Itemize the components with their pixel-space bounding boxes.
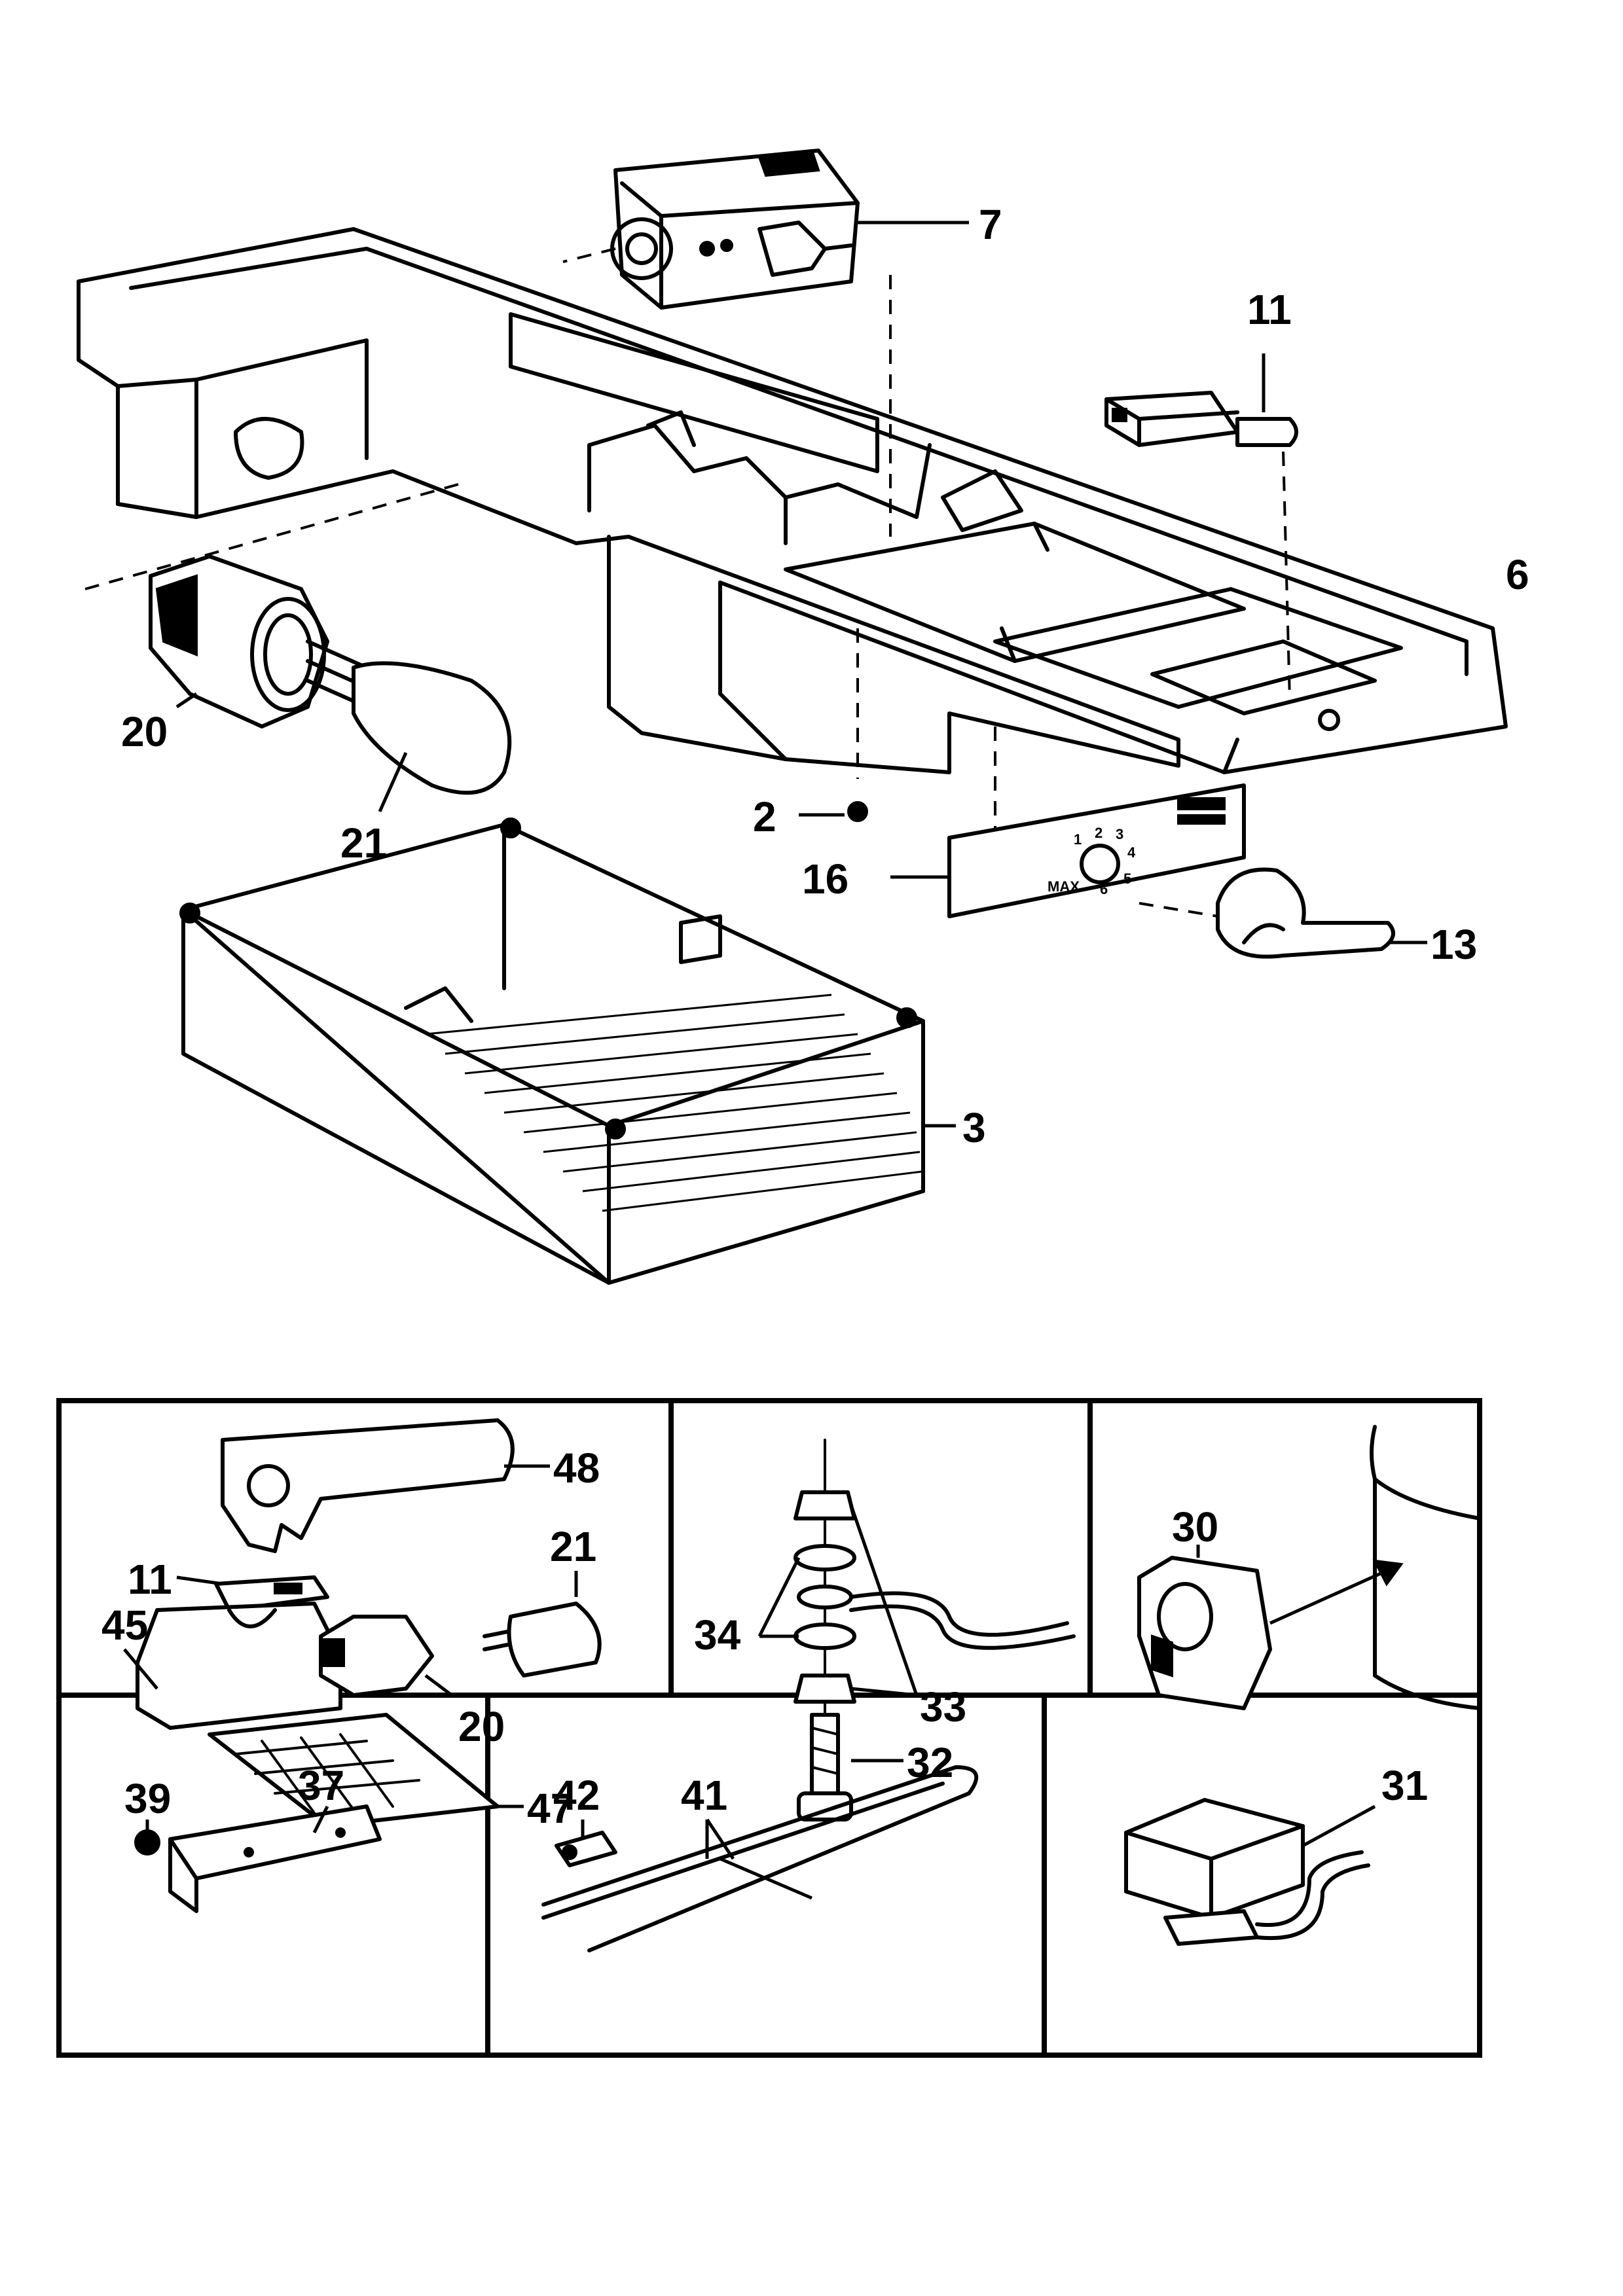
callout-33: 33 [920, 1683, 966, 1731]
overload-relay [1137, 1556, 1272, 1710]
lamp-cover [221, 1418, 515, 1553]
callout-39: 39 [124, 1775, 171, 1822]
temperature-dial-panel: 1 2 3 4 5 6 MAX [947, 783, 1246, 918]
callout-20-inset: 20 [458, 1703, 505, 1750]
callout-21-inset: 21 [550, 1523, 596, 1570]
callout-13: 13 [1431, 921, 1477, 968]
start-relay-box [1124, 1798, 1370, 1946]
callout-6: 6 [1506, 551, 1529, 598]
callout-7: 7 [979, 201, 1002, 248]
light-bulb [306, 639, 512, 795]
callout-30: 30 [1172, 1503, 1218, 1551]
callout-41: 41 [681, 1772, 727, 1819]
dial-mark-3: 3 [1116, 826, 1123, 842]
callout-42: 42 [553, 1772, 600, 1819]
dial-mark-1: 1 [1074, 831, 1082, 848]
control-housing-tray [77, 227, 1508, 774]
inset-lamp-socket [319, 1615, 434, 1697]
screw [847, 628, 868, 822]
door-switch [1104, 391, 1298, 447]
callout-34: 34 [694, 1611, 741, 1659]
dial-mark-5: 5 [1123, 870, 1131, 887]
callout-37: 37 [298, 1762, 344, 1809]
dial-mark-max: MAX [1048, 878, 1080, 895]
mounting-bracket [134, 1804, 382, 1913]
callout-2: 2 [753, 793, 776, 840]
callout-48: 48 [553, 1444, 600, 1492]
nut-washer-bolt-stack [793, 1439, 1076, 1821]
dial-mark-4: 4 [1127, 844, 1136, 861]
callout-45: 45 [101, 1602, 148, 1649]
callout-11-inset: 11 [128, 1556, 172, 1603]
lamp-holder-base [136, 1602, 342, 1730]
inset-door-switch [214, 1575, 329, 1612]
inset-light-bulb [483, 1602, 602, 1677]
callout-31: 31 [1381, 1762, 1428, 1809]
thermostat-control [610, 149, 860, 310]
lamp-socket [149, 554, 329, 728]
callout-32: 32 [907, 1739, 953, 1786]
dial-mark-2: 2 [1095, 825, 1103, 841]
dial-mark-6: 6 [1100, 881, 1108, 897]
callout-47: 47 [527, 1785, 574, 1832]
callout-3: 3 [962, 1104, 986, 1151]
control-knob [1216, 867, 1395, 959]
slide-out-tray [179, 817, 925, 1285]
callout-20-top: 20 [121, 708, 168, 755]
heater-element [541, 1765, 979, 1952]
compressor-dome [1370, 1425, 1482, 1710]
callout-21-top: 21 [340, 819, 387, 867]
callout-11-top: 11 [1247, 286, 1292, 333]
callout-16: 16 [802, 855, 848, 903]
